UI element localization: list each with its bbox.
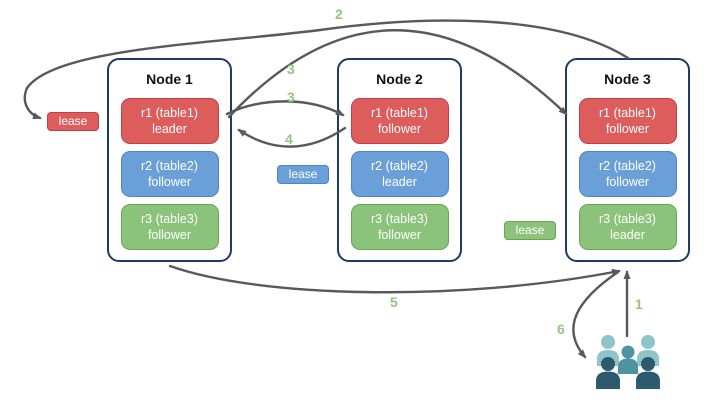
- node-3-replica-r3: r3 (table3) leader: [578, 204, 677, 250]
- node-3-title: Node 3: [604, 71, 651, 87]
- replica-name: r3 (table3): [141, 211, 198, 226]
- users-group-icon: [596, 335, 660, 389]
- replica-role: follower: [147, 175, 192, 189]
- replica-role: follower: [605, 122, 650, 136]
- replica-name: r1 (table1): [371, 105, 428, 120]
- replica-role: leader: [382, 175, 417, 189]
- replica-name: r1 (table1): [141, 105, 198, 120]
- step-label-1: 1: [635, 296, 643, 312]
- lease-badge-red: lease: [47, 112, 99, 131]
- node-2-title: Node 2: [376, 71, 423, 87]
- replica-role: follower: [147, 228, 192, 242]
- node-2-replica-r3: r3 (table3) follower: [350, 204, 449, 250]
- step-label-4: 4: [285, 131, 293, 147]
- step-label-3-short: 3: [287, 89, 295, 105]
- replica-role: follower: [377, 228, 422, 242]
- replica-name: r2 (table2): [371, 158, 428, 173]
- lease-badge-blue: lease: [277, 165, 329, 184]
- node-3-replica-r2: r2 (table2) follower: [578, 151, 677, 197]
- lease-badge-green: lease: [504, 221, 556, 240]
- node-1-replica-r2: r2 (table2) follower: [120, 151, 219, 197]
- node-1-replica-r1: r1 (table1) leader: [120, 98, 219, 144]
- node-1-box: Node 1 r1 (table1) leader r2 (table2) fo…: [107, 58, 232, 262]
- step-label-5: 5: [390, 294, 398, 310]
- arrow-step-5: [168, 264, 621, 294]
- replica-name: r2 (table2): [599, 158, 656, 173]
- node-1-title: Node 1: [146, 71, 193, 87]
- arrow-step-6: [572, 270, 620, 359]
- replica-role: leader: [610, 228, 645, 242]
- replica-name: r3 (table3): [599, 211, 656, 226]
- replica-role: leader: [152, 122, 187, 136]
- node-3-box: Node 3 r1 (table1) follower r2 (table2) …: [565, 58, 690, 262]
- node-1-replica-r3: r3 (table3) follower: [120, 204, 219, 250]
- replica-name: r1 (table1): [599, 105, 656, 120]
- node-2-replica-r1: r1 (table1) follower: [350, 98, 449, 144]
- replica-name: r2 (table2): [141, 158, 198, 173]
- replica-role: follower: [377, 122, 422, 136]
- node-2-box: Node 2 r1 (table1) follower r2 (table2) …: [337, 58, 462, 262]
- replica-name: r3 (table3): [371, 211, 428, 226]
- arrow-step-3-to-node2: [225, 100, 345, 117]
- replica-role: follower: [605, 175, 650, 189]
- step-label-6: 6: [557, 321, 565, 337]
- step-label-3-long: 3: [287, 61, 295, 77]
- node-2-replica-r2: r2 (table2) leader: [350, 151, 449, 197]
- node-3-replica-r1: r1 (table1) follower: [578, 98, 677, 144]
- step-label-2: 2: [335, 6, 343, 22]
